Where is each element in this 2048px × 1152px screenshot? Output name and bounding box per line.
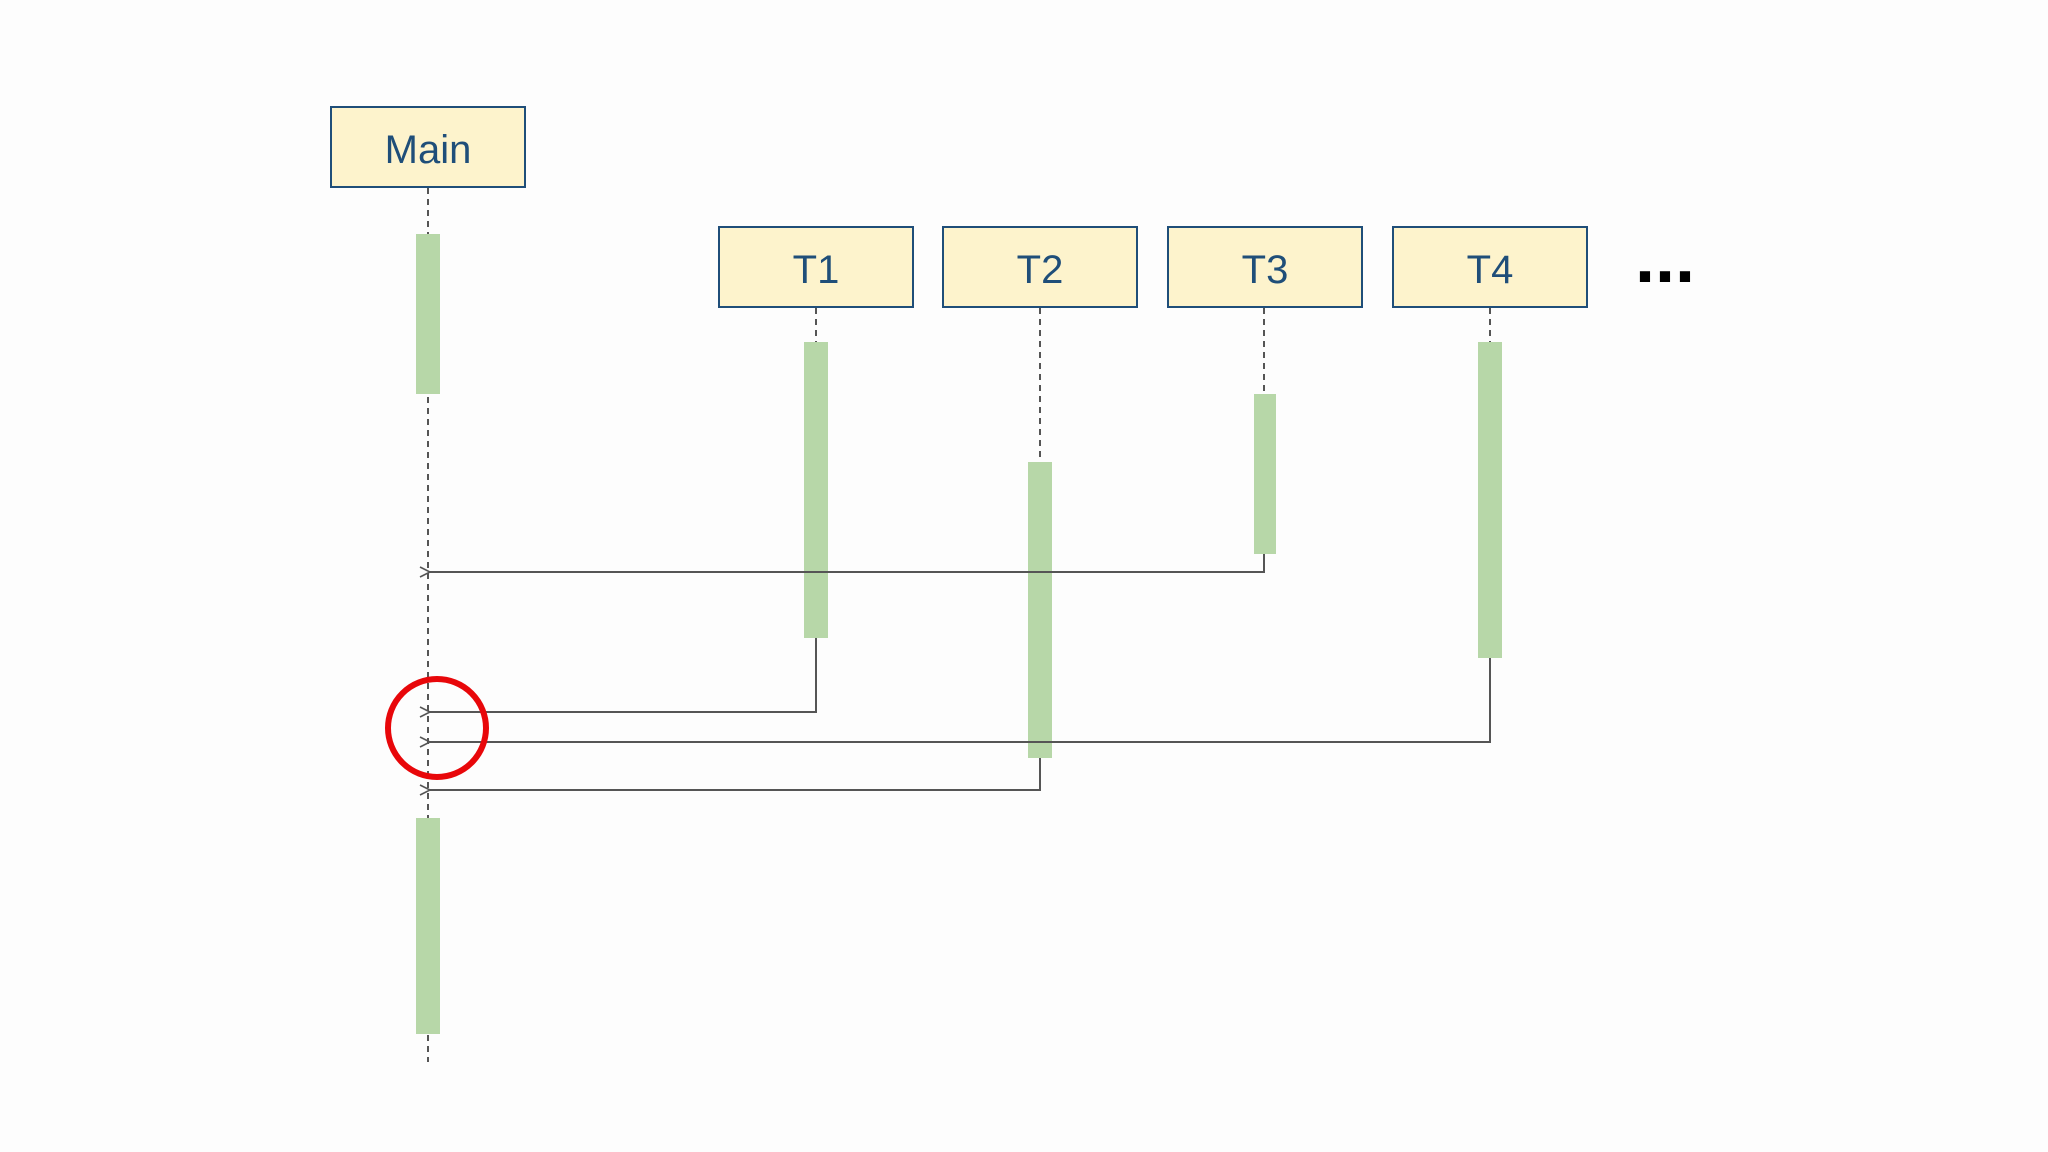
participant-t3: T3 — [1167, 226, 1363, 308]
participant-label-main: Main — [385, 128, 472, 172]
message-t1-to-main — [430, 638, 817, 712]
message-t2-to-main — [430, 758, 1041, 790]
continuation-ellipsis: ... — [1635, 218, 1695, 298]
activation-t4 — [1478, 342, 1502, 658]
message-t3-to-main — [430, 554, 1265, 572]
activation-main-2 — [416, 818, 440, 1034]
participant-label-t1: T1 — [793, 248, 840, 292]
activation-main-1 — [416, 234, 440, 394]
activation-t2 — [1028, 462, 1052, 758]
participant-main: Main — [330, 106, 526, 188]
participant-label-t3: T3 — [1242, 248, 1289, 292]
highlight-circle — [385, 676, 489, 780]
participant-t1: T1 — [718, 226, 914, 308]
participant-t2: T2 — [942, 226, 1138, 308]
participant-label-t2: T2 — [1017, 248, 1064, 292]
activation-t3 — [1254, 394, 1276, 554]
participant-label-t4: T4 — [1467, 248, 1514, 292]
activation-t1 — [804, 342, 828, 638]
message-t4-to-main — [430, 658, 1491, 742]
participant-t4: T4 — [1392, 226, 1588, 308]
